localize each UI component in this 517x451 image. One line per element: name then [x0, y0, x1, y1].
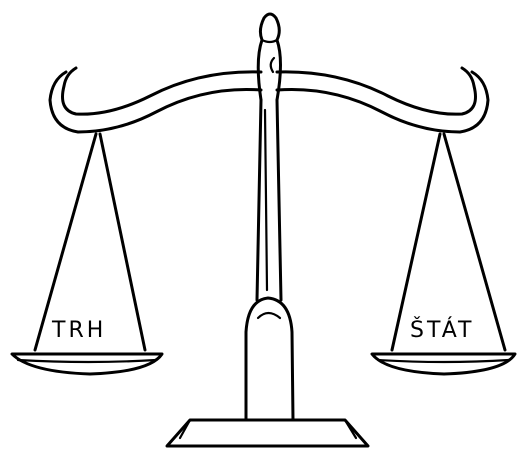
scale-beam — [50, 68, 488, 132]
left-pan-label: TRH — [51, 318, 106, 343]
scale-column — [257, 100, 281, 300]
right-pan-label: ŠTÁT — [410, 317, 474, 343]
left-pan — [12, 354, 162, 374]
scale-finial — [258, 14, 280, 100]
scale-base — [167, 420, 368, 446]
right-pan — [372, 354, 515, 374]
scale-pedestal — [246, 298, 293, 420]
